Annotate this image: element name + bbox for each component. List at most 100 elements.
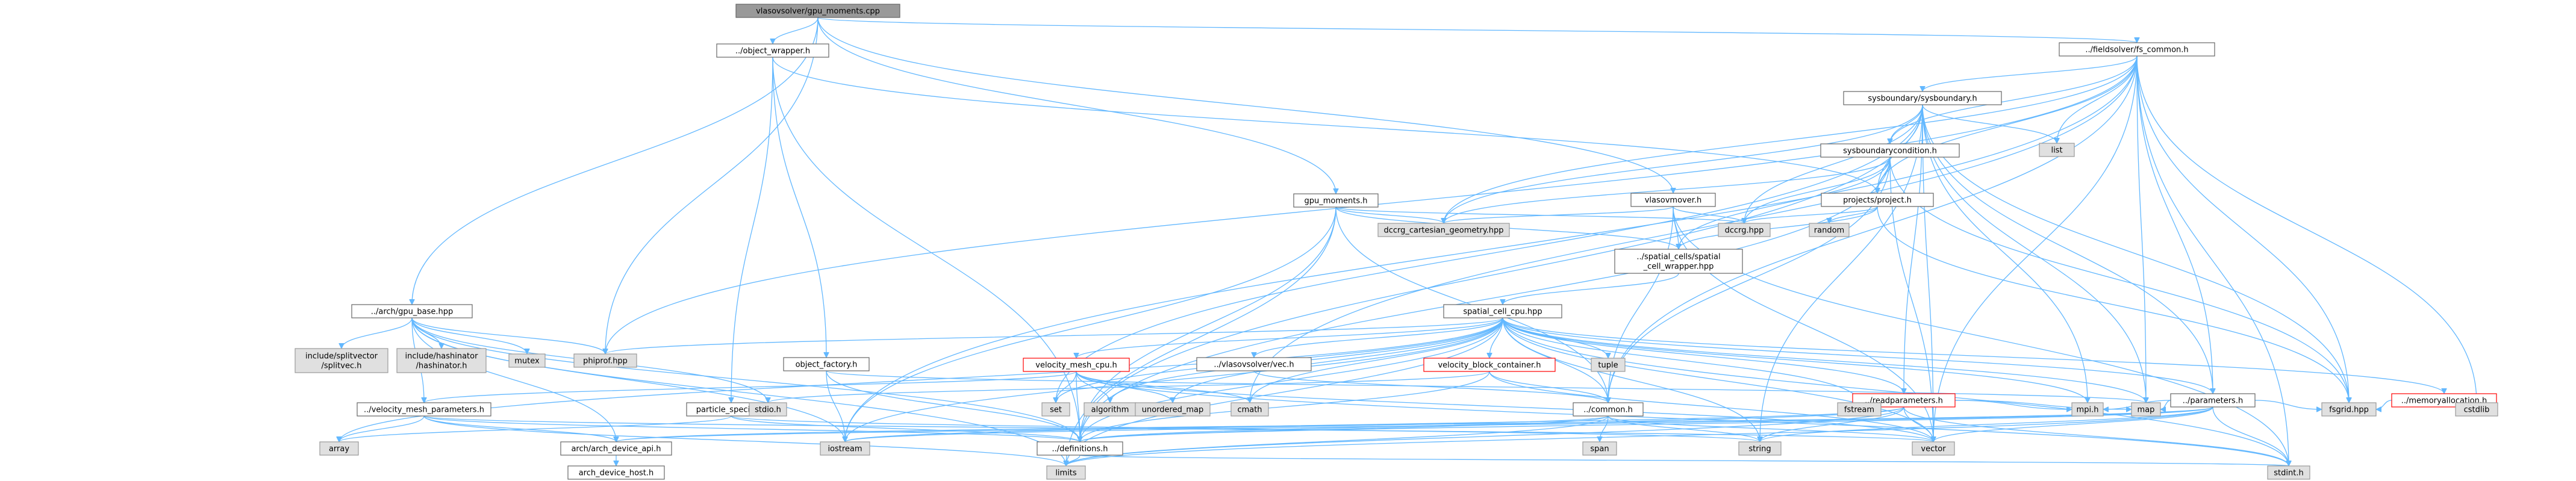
edge-vsvec-to-common	[1253, 370, 1608, 403]
edge-scc-to-umap	[1173, 317, 1503, 403]
edge-sysbound-to-map	[1922, 104, 2146, 403]
edge-project-to-fsgrid	[1877, 206, 2349, 403]
node-label-archgpu: ../arch/gpu_base.hpp	[371, 308, 454, 317]
node-archgpu[interactable]: ../arch/gpu_base.hpp	[351, 304, 473, 318]
edge-scc-to-iostream	[845, 317, 1503, 442]
node-label-fstream: fstream	[1844, 406, 1874, 415]
edge-archgpu-to-archapi	[411, 317, 616, 442]
edge-fscommon-to-params	[2136, 55, 2213, 394]
node-dccrg: dccrg.hpp	[1718, 223, 1771, 237]
node-label-scwrap: ../spatial_cells/spatial	[1636, 253, 1720, 262]
node-map: map	[2131, 402, 2161, 417]
edge-project-to-scwrap	[1679, 206, 1878, 250]
node-label-readparams: ../readparameters.h	[1865, 397, 1943, 406]
node-umap: unordered_map	[1135, 402, 1211, 417]
node-label-mutex: mutex	[514, 357, 540, 366]
node-vector: vector	[1912, 441, 1955, 456]
edge-gpumom-to-limits	[1066, 206, 1336, 466]
edge-sbcond-to-vector	[1889, 157, 1933, 442]
node-label-archapi: arch/arch_device_api.h	[571, 445, 661, 454]
node-scc[interactable]: spatial_cell_cpu.hpp	[1443, 304, 1562, 318]
edge-vmparams-to-array	[339, 415, 425, 442]
node-label-vbc: velocity_block_container.h	[1438, 361, 1541, 370]
node-root[interactable]: vlasovsolver/gpu_moments.cpp	[735, 4, 900, 18]
edge-archgpu-to-mutex	[411, 317, 527, 355]
node-vmcpu[interactable]: velocity_mesh_cpu.h	[1023, 358, 1130, 372]
node-sysbound[interactable]: sysboundary/sysboundary.h	[1843, 91, 2002, 105]
node-label-stdint: stdint.h	[2274, 469, 2303, 478]
node-cstdlib: cstdlib	[2455, 402, 2498, 417]
edge-fscommon-to-stdint	[2136, 55, 2289, 466]
edge-scc-to-defs	[1080, 317, 1503, 442]
node-defs[interactable]: ../definitions.h	[1037, 441, 1123, 456]
node-label-fscommon: ../fieldsolver/fs_common.h	[2085, 46, 2188, 55]
edge-root-to-phiprof	[605, 17, 819, 354]
node-box-list	[2039, 143, 2075, 157]
node-splitvec: include/splitvector/splitvec.h	[295, 348, 388, 373]
node-project[interactable]: projects/project.h	[1821, 193, 1934, 207]
node-stdint: stdint.h	[2267, 465, 2310, 480]
node-label-vsvec: ../vlasovsolver/vec.h	[1214, 361, 1294, 370]
node-box-random	[1809, 223, 1850, 237]
edge-vmcpu-to-vmparams	[424, 371, 1077, 403]
node-vmover[interactable]: vlasovmover.h	[1630, 193, 1716, 207]
node-vmparams[interactable]: ../velocity_mesh_parameters.h	[357, 402, 491, 417]
node-box-vsvec	[1196, 357, 1312, 371]
node-label-scwrap: _cell_wrapper.hpp	[1643, 262, 1714, 272]
node-scwrap[interactable]: ../spatial_cells/spatial_cell_wrapper.hp…	[1614, 249, 1743, 274]
edge-vmcpu-to-vector	[1076, 371, 1933, 442]
node-box-archapi	[560, 441, 672, 456]
node-label-dccrg: dccrg.hpp	[1725, 226, 1764, 235]
node-box-fstream	[1837, 402, 1882, 417]
node-label-objwrap: ../object_wrapper.h	[735, 47, 810, 56]
edge-fscommon-to-sbcond	[1890, 55, 2138, 144]
edges-layer	[339, 17, 2497, 466]
edge-defs-to-stdint	[1079, 455, 2289, 466]
node-box-cstdlib	[2455, 402, 2498, 417]
node-box-defs	[1037, 441, 1123, 456]
edge-sysbound-to-list	[1922, 104, 2057, 144]
node-box-dccrg	[1718, 223, 1771, 237]
node-label-splitvec: /splitvec.h	[322, 362, 362, 371]
edge-sbcond-to-dccrg	[1744, 157, 1891, 223]
edge-scc-to-params	[1502, 317, 2213, 394]
node-sbcond[interactable]: sysboundarycondition.h	[1820, 143, 1960, 158]
edge-common-to-span	[1600, 415, 1609, 442]
node-archapi[interactable]: arch/arch_device_api.h	[560, 441, 672, 456]
node-archhost[interactable]: arch_device_host.h	[567, 465, 665, 480]
node-vsvec[interactable]: ../vlasovsolver/vec.h	[1196, 357, 1312, 371]
node-box-map	[2131, 402, 2161, 417]
node-box-span	[1582, 441, 1617, 456]
node-hashinator: include/hashinator/hashinator.h	[396, 348, 487, 373]
node-objwrap[interactable]: ../object_wrapper.h	[716, 43, 829, 58]
node-label-limits: limits	[1055, 469, 1077, 478]
node-box-scc	[1443, 304, 1562, 318]
edge-fscommon-to-cstdlib	[2136, 55, 2477, 403]
node-box-stdint	[2267, 465, 2310, 480]
node-label-vmover: vlasovmover.h	[1645, 196, 1702, 205]
node-label-map: map	[2138, 406, 2155, 415]
node-label-random: random	[1814, 226, 1844, 235]
node-vbc[interactable]: velocity_block_container.h	[1423, 358, 1556, 372]
node-label-span: span	[1590, 445, 1609, 454]
node-params[interactable]: ../parameters.h	[2170, 393, 2256, 408]
node-label-hashinator: include/hashinator	[405, 352, 479, 361]
edge-root-to-gpumom	[817, 17, 1336, 194]
nodes-layer: vlasovsolver/gpu_moments.cpp ../object_wr…	[295, 4, 2498, 480]
node-box-vmparams	[357, 402, 491, 417]
edge-common-to-defs	[1080, 415, 1609, 442]
node-label-set: set	[1050, 406, 1062, 415]
edge-sysbound-to-params	[1922, 104, 2213, 394]
edge-fscommon-to-vector	[1933, 55, 2138, 442]
node-fscommon[interactable]: ../fieldsolver/fs_common.h	[2059, 42, 2215, 57]
node-box-string	[1738, 441, 1782, 456]
node-common[interactable]: ../common.h	[1573, 402, 1644, 417]
edge-scc-to-map	[1502, 317, 2146, 403]
edge-objwrap-to-defs	[772, 57, 1080, 442]
node-limits: limits	[1046, 465, 1086, 480]
edge-readparams-to-string	[1760, 406, 1904, 442]
node-objfact[interactable]: object_factory.h	[783, 357, 870, 371]
node-label-list: list	[2051, 146, 2062, 155]
node-gpumom[interactable]: gpu_moments.h	[1293, 193, 1379, 208]
edge-vmcpu-to-algorithm	[1076, 371, 1110, 403]
